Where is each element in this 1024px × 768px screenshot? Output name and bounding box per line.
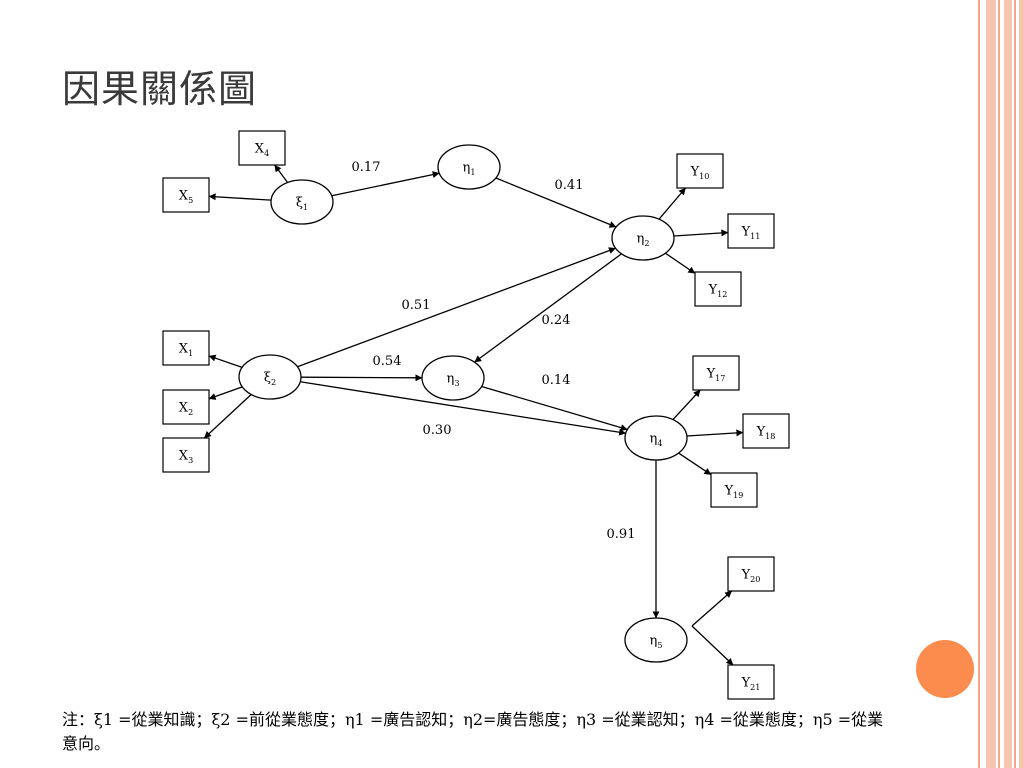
node-label: Y19 bbox=[724, 484, 744, 500]
legend-note: 注：ξ1 =從業知識；ξ2 =前從業態度；η1 =廣告認知；η2=廣告態度；η3… bbox=[62, 710, 884, 753]
path-coefficient: 0.91 bbox=[607, 527, 636, 542]
decor-stripe bbox=[998, 0, 1000, 768]
node-label: η3 bbox=[447, 372, 460, 388]
latent-node-eta1 bbox=[437, 144, 501, 190]
indicator-box-X3 bbox=[162, 437, 210, 473]
path-xi2-eta4 bbox=[300, 381, 627, 436]
indicator-box-Y20 bbox=[727, 556, 775, 592]
path-xi1-eta1 bbox=[331, 171, 440, 197]
decor-stripe bbox=[1019, 0, 1024, 768]
loading-eta2-Y11 bbox=[673, 229, 729, 237]
path-eta3-eta4 bbox=[481, 385, 628, 432]
loading-eta2-Y12 bbox=[665, 252, 696, 274]
latent-node-eta3 bbox=[421, 355, 485, 401]
slide-title: 因果關係圖 bbox=[62, 67, 258, 111]
decor-stripe bbox=[978, 0, 980, 768]
node-label: Y21 bbox=[741, 676, 761, 692]
indicator-box-Y19 bbox=[710, 472, 758, 508]
path-coefficient: 0.30 bbox=[423, 423, 452, 438]
node-label: X2 bbox=[179, 401, 193, 417]
indicator-box-Y12 bbox=[694, 271, 742, 307]
path-coefficient: 0.14 bbox=[542, 373, 571, 388]
loading-xi2-X2 bbox=[208, 386, 243, 400]
path-eta1-eta2 bbox=[495, 177, 617, 228]
path-coefficient: 0.24 bbox=[542, 313, 571, 328]
loading-eta5-Y21 bbox=[691, 625, 734, 666]
latent-node-xi2 bbox=[238, 354, 302, 400]
path-eta2-eta3 bbox=[474, 253, 622, 363]
loading-xi2-X1 bbox=[208, 354, 243, 368]
path-coefficient: 0.51 bbox=[402, 298, 431, 313]
indicator-box-X2 bbox=[162, 389, 210, 425]
node-label: X5 bbox=[179, 189, 193, 205]
node-label: η2 bbox=[637, 232, 650, 248]
node-label: ξ2 bbox=[264, 371, 276, 387]
node-label: ξ1 bbox=[296, 196, 308, 212]
decor-stripe bbox=[1004, 0, 1012, 768]
latent-node-xi1 bbox=[270, 179, 334, 225]
loading-eta4-Y17 bbox=[672, 389, 701, 421]
node-label: η4 bbox=[650, 432, 663, 448]
loading-xi2-X3 bbox=[203, 394, 252, 439]
node-label: Y20 bbox=[741, 568, 761, 584]
decor-circle bbox=[916, 640, 974, 698]
node-label: η1 bbox=[463, 161, 476, 177]
loading-xi1-X4 bbox=[274, 164, 289, 183]
node-label: Y12 bbox=[708, 283, 728, 299]
node-label: η5 bbox=[650, 634, 663, 650]
indicator-box-Y17 bbox=[692, 355, 740, 391]
loading-xi1-X5 bbox=[208, 193, 272, 201]
indicator-box-X5 bbox=[162, 177, 210, 213]
loading-eta5-Y20 bbox=[691, 590, 733, 627]
node-label: Y17 bbox=[706, 367, 726, 383]
indicator-box-X1 bbox=[162, 330, 210, 366]
indicator-box-Y21 bbox=[727, 664, 775, 700]
node-label: Y11 bbox=[741, 225, 761, 241]
latent-node-eta2 bbox=[611, 215, 675, 261]
latent-node-eta4 bbox=[624, 415, 688, 461]
node-label: Y18 bbox=[756, 425, 776, 441]
path-coefficient: 0.54 bbox=[373, 354, 402, 369]
loading-eta4-Y19 bbox=[678, 452, 712, 476]
path-coefficient: 0.41 bbox=[555, 178, 584, 193]
node-label: X4 bbox=[255, 142, 269, 158]
loading-eta2-Y10 bbox=[658, 187, 687, 220]
indicator-box-X4 bbox=[238, 130, 286, 166]
decor-stripe bbox=[986, 0, 996, 768]
decor-stripe bbox=[1014, 0, 1016, 768]
node-label: X1 bbox=[179, 342, 193, 358]
indicator-box-Y18 bbox=[742, 413, 790, 449]
indicator-box-Y11 bbox=[727, 213, 775, 249]
path-xi2-eta2 bbox=[297, 247, 616, 368]
node-label: X3 bbox=[179, 449, 193, 465]
latent-node-eta5 bbox=[624, 617, 688, 663]
loading-eta4-Y18 bbox=[686, 429, 744, 437]
path-coefficient: 0.17 bbox=[352, 160, 381, 175]
node-label: Y10 bbox=[690, 165, 710, 181]
indicator-box-Y10 bbox=[676, 153, 724, 189]
path-xi2-eta3 bbox=[300, 374, 423, 382]
